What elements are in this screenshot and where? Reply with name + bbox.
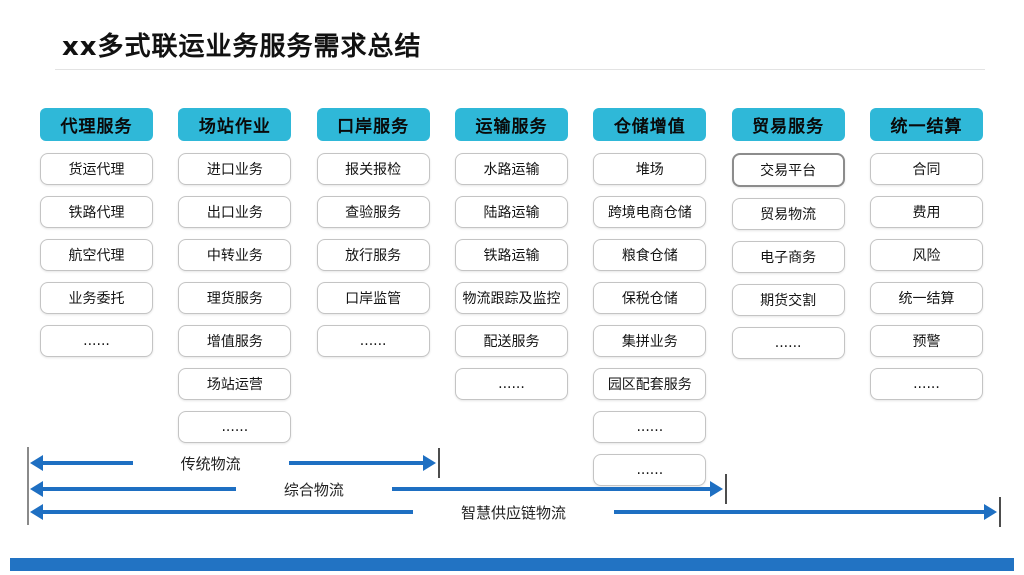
service-item: 出口业务 bbox=[178, 196, 292, 228]
arrowhead-left-icon bbox=[30, 504, 43, 520]
logistics-timeline: 传统物流 综合物流 智慧供应链物流 bbox=[27, 447, 1002, 527]
service-item: 粮食仓储 bbox=[593, 239, 707, 271]
service-item: ...... bbox=[593, 454, 707, 486]
service-item: 增值服务 bbox=[178, 325, 292, 357]
service-item: 跨境电商仓储 bbox=[593, 196, 707, 228]
arrow-comprehensive-logistics: 综合物流 bbox=[30, 474, 727, 504]
service-item: 保税仓储 bbox=[593, 282, 707, 314]
column-header: 场站作业 bbox=[178, 108, 292, 141]
arrowhead-right-icon bbox=[423, 455, 436, 471]
service-item: 风险 bbox=[869, 239, 983, 271]
service-item: 费用 bbox=[869, 196, 983, 228]
arrow-label: 传统物流 bbox=[132, 452, 289, 474]
service-item: ...... bbox=[178, 411, 292, 443]
service-item: 理货服务 bbox=[178, 282, 292, 314]
footer-accent-bar bbox=[10, 558, 1014, 571]
service-item: ...... bbox=[40, 325, 153, 357]
arrowhead-left-icon bbox=[30, 455, 43, 471]
service-item: 集拼业务 bbox=[593, 325, 707, 357]
arrow-label: 综合物流 bbox=[235, 478, 392, 500]
column-header: 贸易服务 bbox=[731, 108, 845, 141]
service-column: 贸易服务交易平台贸易物流电子商务期货交割...... bbox=[731, 108, 845, 497]
column-header: 仓储增值 bbox=[593, 108, 707, 141]
service-item: ...... bbox=[593, 411, 707, 443]
column-header: 口岸服务 bbox=[316, 108, 430, 141]
service-column: 代理服务货运代理铁路代理航空代理业务委托...... bbox=[40, 108, 153, 497]
service-item: 中转业务 bbox=[178, 239, 292, 271]
service-item: 交易平台 bbox=[731, 153, 845, 187]
arrow-line bbox=[43, 510, 413, 514]
service-item: 铁路运输 bbox=[454, 239, 568, 271]
service-item: 配送服务 bbox=[454, 325, 568, 357]
arrow-traditional-logistics: 传统物流 bbox=[30, 448, 440, 478]
service-item: 期货交割 bbox=[731, 284, 845, 316]
column-header: 统一结算 bbox=[869, 108, 983, 141]
arrow-line bbox=[288, 461, 423, 465]
service-item: ...... bbox=[869, 368, 983, 400]
arrow-smart-supply-chain-logistics: 智慧供应链物流 bbox=[30, 497, 1002, 527]
service-item: 场站运营 bbox=[178, 368, 292, 400]
service-item: ...... bbox=[454, 368, 568, 400]
service-item: 进口业务 bbox=[178, 153, 292, 185]
service-item: 合同 bbox=[869, 153, 983, 185]
service-item: 口岸监管 bbox=[316, 282, 430, 314]
arrow-end-tick bbox=[999, 497, 1002, 527]
service-item: 查验服务 bbox=[316, 196, 430, 228]
service-column: 场站作业进口业务出口业务中转业务理货服务增值服务场站运营...... bbox=[178, 108, 292, 497]
column-header: 运输服务 bbox=[454, 108, 568, 141]
service-item: 铁路代理 bbox=[40, 196, 153, 228]
arrow-end-tick bbox=[725, 474, 727, 504]
service-item: ...... bbox=[731, 327, 845, 359]
service-item: 电子商务 bbox=[731, 241, 845, 273]
service-item: 贸易物流 bbox=[731, 198, 845, 230]
title-divider bbox=[55, 69, 985, 70]
arrow-line bbox=[391, 487, 710, 491]
columns: 代理服务货运代理铁路代理航空代理业务委托......场站作业进口业务出口业务中转… bbox=[40, 108, 983, 497]
service-item: 航空代理 bbox=[40, 239, 153, 271]
service-item: ...... bbox=[316, 325, 430, 357]
arrow-line bbox=[43, 461, 133, 465]
service-column: 统一结算合同费用风险统一结算预警...... bbox=[869, 108, 983, 497]
page-title: xx多式联运业务服务需求总结 bbox=[62, 32, 422, 62]
service-column: 仓储增值堆场跨境电商仓储粮食仓储保税仓储集拼业务园区配套服务..........… bbox=[593, 108, 707, 497]
service-item: 货运代理 bbox=[40, 153, 153, 185]
service-item: 园区配套服务 bbox=[593, 368, 707, 400]
service-item: 放行服务 bbox=[316, 239, 430, 271]
service-item: 陆路运输 bbox=[454, 196, 568, 228]
service-item: 统一结算 bbox=[869, 282, 983, 314]
arrowhead-right-icon bbox=[984, 504, 998, 520]
service-column: 口岸服务报关报检查验服务放行服务口岸监管...... bbox=[316, 108, 430, 497]
arrow-end-tick bbox=[438, 448, 440, 478]
service-item: 水路运输 bbox=[454, 153, 568, 185]
arrow-label: 智慧供应链物流 bbox=[413, 501, 615, 523]
service-item: 预警 bbox=[869, 325, 983, 357]
service-item: 物流跟踪及监控 bbox=[454, 282, 568, 314]
arrow-line bbox=[43, 487, 236, 491]
arrowhead-left-icon bbox=[30, 481, 43, 497]
service-item: 业务委托 bbox=[40, 282, 153, 314]
timeline-start-tick bbox=[27, 447, 29, 525]
service-item: 报关报检 bbox=[316, 153, 430, 185]
service-column: 运输服务水路运输陆路运输铁路运输物流跟踪及监控配送服务...... bbox=[454, 108, 568, 497]
arrowhead-right-icon bbox=[710, 481, 723, 497]
column-header: 代理服务 bbox=[40, 108, 153, 141]
service-item: 堆场 bbox=[593, 153, 707, 185]
arrow-line bbox=[614, 510, 985, 514]
